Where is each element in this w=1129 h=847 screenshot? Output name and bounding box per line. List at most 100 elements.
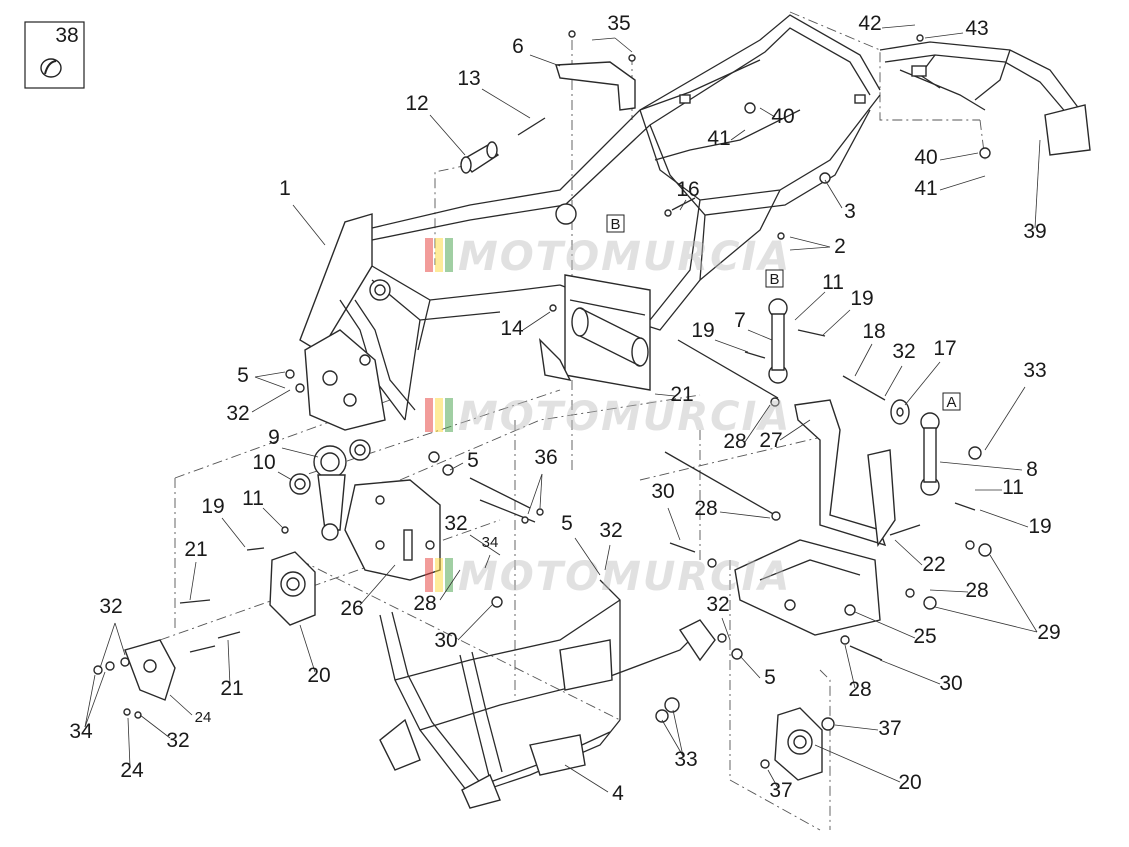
part-number-label: 41	[914, 177, 937, 200]
main-frame	[299, 14, 881, 431]
leader-line	[884, 365, 903, 397]
lower-cradle	[379, 579, 716, 809]
assembly-axes	[159, 11, 986, 831]
leader-line	[254, 371, 286, 378]
part-number-label: 11	[822, 271, 844, 294]
part-number-label: 40	[914, 146, 937, 169]
link-7	[768, 298, 788, 384]
leader-line	[139, 714, 171, 739]
leader-line	[604, 544, 611, 571]
leader-line	[539, 473, 543, 509]
leader-line	[939, 152, 979, 161]
part-number-label: 36	[534, 446, 557, 469]
part-number-label: 33	[674, 748, 697, 771]
leader-line	[254, 376, 286, 389]
part-number-label: 20	[307, 664, 330, 687]
watermark-logo-3: MOTOMURCIA	[425, 554, 791, 600]
part-number-label: 32	[706, 593, 729, 616]
part-number-label: 34	[482, 534, 499, 551]
grommet-icon	[40, 58, 62, 78]
svg-text:B: B	[769, 271, 779, 288]
small-hardware	[93, 30, 992, 769]
leader-line	[667, 507, 681, 541]
leader-line	[924, 32, 964, 39]
part-number-label: 5	[764, 666, 776, 689]
part-number-label: 21	[220, 677, 243, 700]
leader-line	[881, 24, 916, 29]
leader-line	[814, 744, 901, 783]
part-number-label: 16	[676, 178, 699, 201]
leader-line	[251, 389, 291, 413]
leader-line	[99, 622, 116, 669]
watermark-logo-1: MOTOMURCIA	[425, 234, 791, 280]
watermark-text: MOTOMURCIA	[458, 554, 791, 600]
part-number-label: 7	[734, 309, 746, 332]
leader-line	[844, 644, 856, 689]
part-number-label: 37	[878, 717, 901, 740]
leader-line	[730, 129, 746, 141]
leader-line	[169, 694, 193, 716]
part-number-label: 34	[69, 720, 93, 743]
leader-line	[894, 539, 923, 566]
leader-line	[469, 534, 501, 556]
rear-subframe	[879, 41, 1091, 156]
watermark-text: MOTOMURCIA	[458, 394, 791, 440]
part-number-label: 32	[599, 519, 622, 542]
legend-box: 38	[24, 21, 85, 89]
leader-line	[834, 724, 879, 731]
leader-line	[759, 107, 776, 118]
leader-line	[979, 509, 1029, 528]
leader-line	[744, 404, 771, 443]
watermark-text: MOTOMURCIA	[458, 234, 791, 280]
leader-line	[127, 717, 131, 768]
leader-line	[789, 246, 831, 251]
leader-line	[299, 624, 316, 673]
leader-line	[984, 386, 1026, 451]
part-number-label: 32	[166, 729, 189, 752]
part-number-label: 10	[252, 451, 275, 474]
link-rod-9	[289, 439, 371, 541]
part-number-label: 12	[405, 92, 428, 115]
part-number-label: 3	[844, 200, 856, 223]
leader-line	[439, 569, 461, 601]
watermark-logo-2: MOTOMURCIA	[425, 394, 791, 440]
leader-line	[679, 199, 687, 211]
part-number-label: 30	[651, 480, 674, 503]
part-number-label: 28	[848, 678, 871, 701]
leader-line	[84, 674, 96, 728]
part-number-label: 5	[561, 512, 573, 535]
rubber-mount-right	[774, 707, 835, 781]
part-number-label: 5	[237, 364, 249, 387]
part-number-label: 13	[457, 67, 480, 90]
leader-line	[714, 339, 749, 353]
leader-line	[574, 537, 601, 576]
leader-line	[824, 179, 843, 209]
part-number-label: 32	[99, 595, 122, 618]
leader-line	[189, 561, 197, 601]
part-number-label: 8	[1026, 458, 1038, 481]
rear-bracket-25	[734, 539, 881, 636]
part-number-label: 35	[607, 12, 630, 35]
leader-line	[564, 764, 609, 793]
svg-text:A: A	[946, 394, 956, 411]
leader-line	[84, 671, 106, 728]
watermark: MOTOMURCIA MOTOMURCIA MOTOMURCIA	[425, 234, 791, 600]
leader-line	[904, 361, 941, 406]
leader-line	[281, 447, 319, 458]
leader-line	[939, 461, 1023, 471]
rubber-mount-left	[269, 551, 316, 626]
leader-line	[429, 114, 466, 156]
leader-line	[262, 507, 284, 529]
leader-line	[614, 37, 633, 53]
leader-line	[854, 611, 916, 639]
leader-line	[661, 719, 684, 757]
part-number-label: 28	[723, 430, 746, 453]
part-number-label: 39	[1023, 220, 1046, 243]
part-number-label: 28	[413, 592, 436, 615]
svg-text:B: B	[610, 216, 620, 233]
part-number-label: 28	[694, 497, 717, 520]
leader-line	[1034, 139, 1041, 229]
part-number-label: 6	[512, 35, 524, 58]
part-number-label: 2	[834, 235, 846, 258]
